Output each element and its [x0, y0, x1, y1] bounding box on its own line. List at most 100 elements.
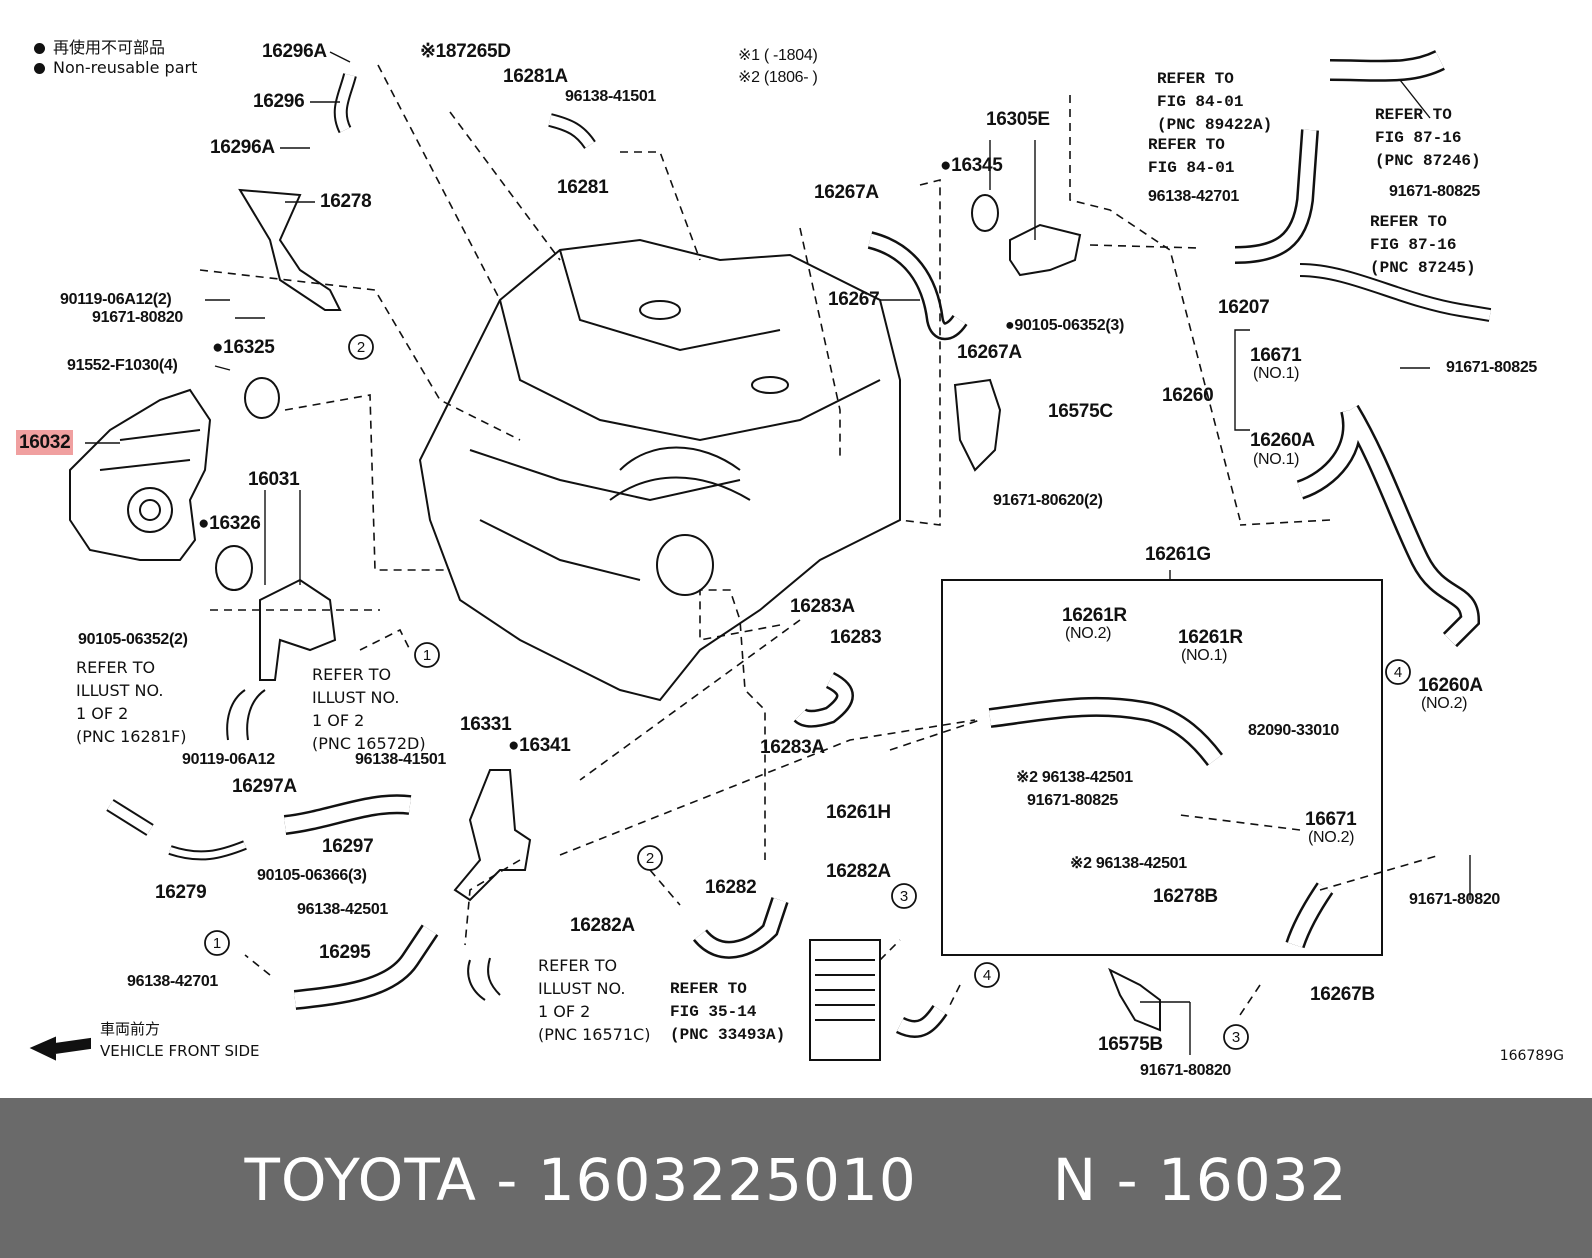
- callout-16261H[interactable]: 16261H: [826, 802, 891, 823]
- callout-16261G[interactable]: 16261G: [1145, 544, 1211, 565]
- water-pump-shape: [69, 388, 212, 561]
- callout-16282[interactable]: 16282: [705, 877, 757, 898]
- callout-16283A[interactable]: 16283A: [760, 737, 825, 758]
- callout-16283[interactable]: 16283: [830, 627, 882, 648]
- callout-82090-33010[interactable]: 82090-33010: [1248, 722, 1340, 739]
- highlighted-part-label[interactable]: 16032: [16, 430, 74, 455]
- bullet-icon: [34, 63, 45, 74]
- diagram-artwork: 2 1 1 2 3 4 4 3: [29, 49, 1492, 1061]
- refer-note-fig87[interactable]: REFER TO FIG 87-16 (PNC 87246): [1375, 106, 1481, 170]
- callout-16261R[interactable]: 16261R: [1062, 605, 1127, 626]
- refer-note-fig84[interactable]: REFER TO FIG 84-01 (PNC 89422A): [1157, 70, 1273, 134]
- circle-marker: [1223, 1024, 1249, 1050]
- callout-90105-06352[interactable]: 90105-06352(2): [78, 631, 188, 648]
- parts-diagram: 2 1 1 2 3 4 4 3 再使用不可部品 Non-reusable par…: [16, 34, 1564, 1079]
- callout-96138-42701[interactable]: 96138-42701: [1148, 188, 1240, 205]
- callout-96138-41501[interactable]: 96138-41501: [355, 751, 447, 768]
- callout-90119-06A12[interactable]: 90119-06A12(2): [60, 291, 172, 308]
- callout-16267A[interactable]: 16267A: [814, 182, 879, 203]
- circle-marker-label: 3: [1232, 1029, 1240, 1046]
- callout-16281A[interactable]: 16281A: [503, 66, 568, 87]
- callout-16345[interactable]: ●16345: [940, 155, 1003, 176]
- bullet-icon: [34, 43, 45, 54]
- no1-label: (NO.1): [1253, 451, 1300, 468]
- refer-note-fig84[interactable]: REFER TO FIG 84-01: [1148, 136, 1235, 177]
- circle-marker: [974, 962, 1000, 988]
- vehicle-front-arrow: [29, 1036, 91, 1061]
- callout-187265D[interactable]: ※187265D: [420, 41, 511, 62]
- callout-16261R[interactable]: 16261R: [1178, 627, 1243, 648]
- callout-16296[interactable]: 16296: [253, 91, 305, 112]
- callout-16031[interactable]: 16031: [248, 469, 300, 490]
- callout-16297[interactable]: 16297: [322, 836, 374, 857]
- callout-16260[interactable]: 16260: [1162, 385, 1214, 406]
- circle-marker: [891, 883, 917, 909]
- circle-marker-label: 1: [213, 935, 221, 952]
- callout-16671[interactable]: 16671: [1250, 345, 1302, 366]
- callout-91671-80820[interactable]: 91671-80820: [92, 309, 184, 326]
- callout-90105-06366[interactable]: 90105-06366(3): [257, 867, 367, 884]
- callout-96138-41501[interactable]: 96138-41501: [565, 88, 657, 105]
- callout-16267[interactable]: 16267: [828, 289, 880, 310]
- sub-assembly-box: [941, 579, 1383, 956]
- figure-id: 166789G: [1499, 1048, 1564, 1064]
- callout-16296A[interactable]: 16296A: [210, 137, 275, 158]
- no2-label: (NO.2): [1065, 625, 1112, 642]
- no1-label: (NO.1): [1253, 365, 1300, 382]
- refer-note-fig35[interactable]: REFER TO FIG 35-14 (PNC 33493A): [670, 980, 786, 1044]
- callout-90105-06352[interactable]: ●90105-06352(3): [1005, 317, 1125, 334]
- refer-note-illust[interactable]: REFER TO ILLUST NO. 1 OF 2 (PNC 16281F): [76, 658, 187, 746]
- circle-marker: [348, 334, 374, 360]
- callout-16207[interactable]: 16207: [1218, 297, 1270, 318]
- callout-16575C[interactable]: 16575C: [1048, 401, 1113, 422]
- callout-16295[interactable]: 16295: [319, 942, 371, 963]
- circle-marker-label: 4: [983, 967, 991, 984]
- refer-note-fig87[interactable]: REFER TO FIG 87-16 (PNC 87245): [1370, 213, 1476, 277]
- callout-91671-80825[interactable]: 91671-80825: [1027, 792, 1119, 809]
- callout-96138-42501[interactable]: ※2 96138-42501: [1016, 769, 1133, 786]
- callout-16281[interactable]: 16281: [557, 177, 609, 198]
- callout-91671-80825[interactable]: 91671-80825: [1389, 183, 1481, 200]
- no2-label: (NO.2): [1421, 695, 1468, 712]
- callout-91671-80820[interactable]: 91671-80820: [1140, 1062, 1232, 1079]
- callout-91552-F1030[interactable]: 91552-F1030(4): [67, 357, 178, 374]
- callout-96138-42701[interactable]: 96138-42701: [127, 973, 219, 990]
- callout-16325[interactable]: ●16325: [212, 337, 275, 358]
- callout-16575B[interactable]: 16575B: [1098, 1034, 1163, 1055]
- callout-16267A[interactable]: 16267A: [957, 342, 1022, 363]
- callout-16341[interactable]: ●16341: [508, 735, 571, 756]
- vehicle-front-label: 車両前方 VEHICLE FRONT SIDE: [100, 1020, 260, 1060]
- callout-90119-06A12[interactable]: 90119-06A12: [182, 751, 275, 768]
- callout-16305E[interactable]: 16305E: [986, 109, 1050, 130]
- legend-jp: 再使用不可部品: [34, 34, 165, 58]
- no2-label: (NO.2): [1308, 829, 1355, 846]
- callout-16279[interactable]: 16279: [155, 882, 207, 903]
- legend-en: Non-reusable part: [34, 58, 197, 77]
- callout-96138-42501[interactable]: 96138-42501: [297, 901, 389, 918]
- callout-16282A[interactable]: 16282A: [826, 861, 891, 882]
- callout-91671-80825[interactable]: 91671-80825: [1446, 359, 1538, 376]
- refer-note-illust[interactable]: REFER TO ILLUST NO. 1 OF 2 (PNC 16572D): [312, 665, 426, 753]
- callout-16267B[interactable]: 16267B: [1310, 984, 1375, 1005]
- callout-16278B[interactable]: 16278B: [1153, 886, 1218, 907]
- circle-marker-label: 1: [423, 647, 431, 664]
- callout-96138-42501[interactable]: ※2 96138-42501: [1070, 855, 1187, 872]
- callout-16278[interactable]: 16278: [320, 191, 372, 212]
- callout-16671[interactable]: 16671: [1305, 809, 1357, 830]
- engine-block-outline: [418, 238, 901, 702]
- callout-16283A[interactable]: 16283A: [790, 596, 855, 617]
- callout-16296A[interactable]: 16296A: [262, 41, 327, 62]
- callout-16331[interactable]: 16331: [460, 714, 512, 735]
- refer-note-illust[interactable]: REFER TO ILLUST NO. 1 OF 2 (PNC 16571C): [538, 956, 651, 1044]
- callout-16282A[interactable]: 16282A: [570, 915, 635, 936]
- circle-marker-label: 3: [900, 888, 908, 905]
- callout-91671-80820[interactable]: 91671-80820: [1409, 891, 1501, 908]
- footer-bar: TOYOTA - 1603225010 N - 16032: [0, 1098, 1592, 1258]
- circle-marker: [1385, 659, 1411, 685]
- revision-note-2: ※2 (1806- ): [738, 69, 818, 86]
- callout-16260A[interactable]: 16260A: [1250, 430, 1315, 451]
- callout-16297A[interactable]: 16297A: [232, 776, 297, 797]
- callout-91671-80620[interactable]: 91671-80620(2): [993, 492, 1103, 509]
- callout-16260A[interactable]: 16260A: [1418, 675, 1483, 696]
- callout-16326[interactable]: ●16326: [198, 513, 261, 534]
